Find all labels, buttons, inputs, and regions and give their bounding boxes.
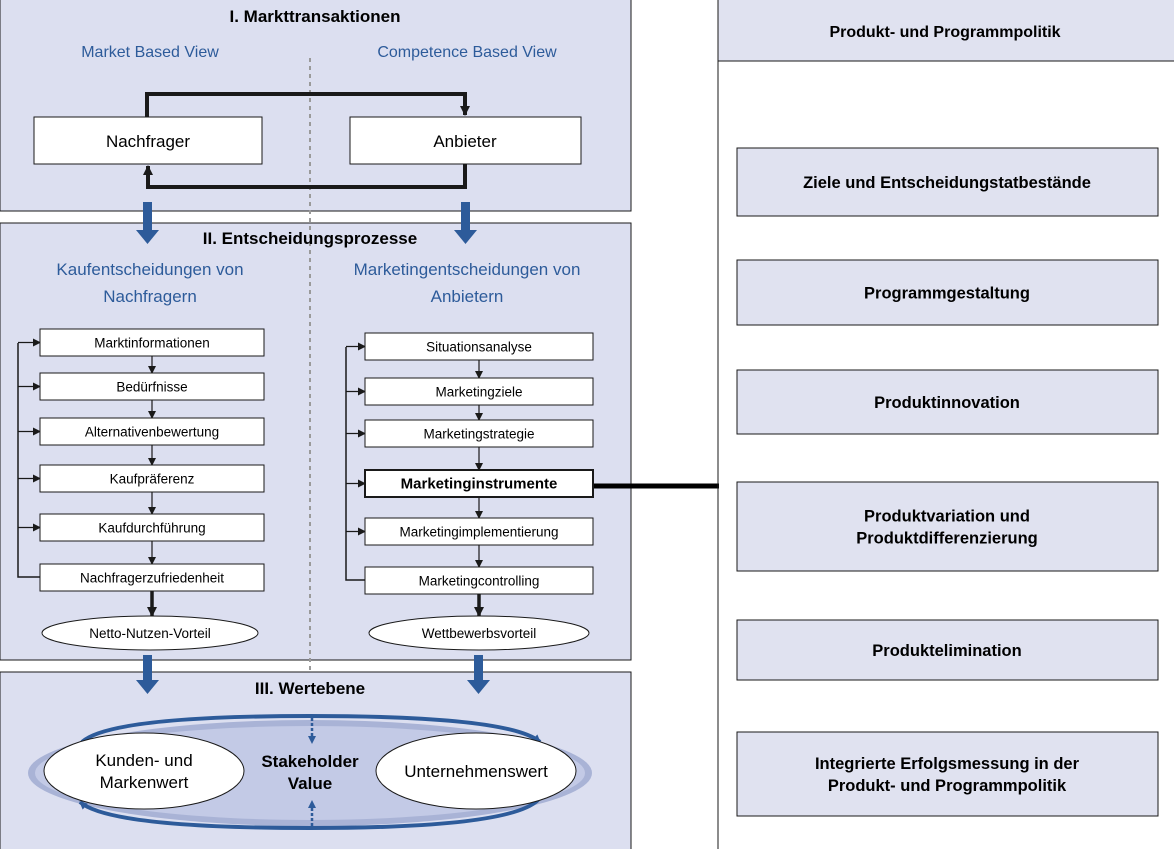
left-step-box-1 [39,328,265,357]
left-step-box-2 [39,372,265,401]
left-step-box-4 [39,464,265,493]
right-step-label-4: Marketinginstrumente [401,476,558,493]
unternehmenswert-label: Unternehmenswert [404,762,548,781]
panel-item-box-4 [736,481,1159,572]
panel-item-label-5-1: Produktelimination [872,642,1021,660]
left-feedback-loop [17,343,40,578]
anbieter-label: Anbieter [433,132,497,151]
kunden-markenwert-line-2: Markenwert [100,773,189,792]
panel-item-label-6-1: Integrierte Erfolgsmessung in der [815,755,1080,773]
stakeholder-value-line-1: Stakeholder [261,752,359,771]
left-step-box-3 [39,417,265,446]
right-step-box-2 [364,377,594,406]
left-step-label-3: Alternativenbewertung [85,425,219,440]
flow-arrow-right-2 [467,655,490,694]
value-cycle-bottom [78,798,540,831]
left-heading-line-2: Nachfragern [103,287,197,306]
left-step-box-5 [39,513,265,542]
flow-arrow-right-1 [454,202,477,244]
panel-item-box-3 [736,369,1159,435]
wettbewerbsvorteil-label: Wettbewerbsvorteil [422,626,537,641]
panel-item-label-4-2: Produktdifferenzierung [856,530,1038,548]
panel-item-box-6 [736,731,1159,817]
transaction-arrow-bottom [143,164,467,189]
unternehmenswert-ellipse [375,732,577,810]
right-step-box-6 [364,566,594,595]
kunden-markenwert-line-1: Kunden- und [95,751,192,770]
right-heading-line-2: Anbietern [431,287,504,306]
section-1-panel [0,0,632,212]
right-panel-header: Produkt- und Programmpolitik [829,24,1060,41]
left-step-label-2: Bedürfnisse [116,380,187,395]
left-step-label-5: Kaufdurchführung [98,521,205,536]
left-step-label-4: Kaufpräferenz [110,472,195,487]
market-based-view-label: Market Based View [81,44,219,61]
right-panel-header-box [717,0,1174,62]
section-3-title: III. Wertebene [255,679,365,698]
right-heading-line-1: Marketingentscheidungen von [354,260,581,279]
left-step-box-6 [39,563,265,592]
right-step-box-5 [364,517,594,546]
panel-item-label-2-1: Programmgestaltung [864,285,1030,303]
panel-item-box-5 [736,619,1159,681]
panel-item-label-1-1: Ziele und Entscheidungstatbestände [803,174,1091,192]
left-step-label-1: Marktinformationen [94,336,210,351]
panel-item-box-1 [736,147,1159,217]
flow-arrow-left-2 [136,655,159,694]
right-step-box-4 [364,469,594,498]
section-2-title: II. Entscheidungsprozesse [203,229,417,248]
panel-item-label-6-2: Produkt- und Programmpolitik [828,777,1067,795]
nachfrager-box [33,116,263,165]
section-1-title: I. Markttransaktionen [230,7,401,26]
netto-nutzen-vorteil-ellipse [41,615,259,651]
netto-nutzen-vorteil-label: Netto-Nutzen-Vorteil [89,626,211,641]
wettbewerbsvorteil-ellipse [368,615,590,651]
right-step-label-1: Situationsanalyse [426,340,532,355]
right-step-label-5: Marketingimplementierung [399,525,558,540]
right-step-label-2: Marketingziele [435,385,522,400]
left-step-label-6: Nachfragerzufriedenheit [80,571,224,586]
right-step-label-3: Marketingstrategie [423,427,534,442]
anbieter-box [349,116,582,165]
kunden-markenwert-ellipse [43,732,245,810]
left-heading-line-1: Kaufentscheidungen von [56,260,243,279]
transaction-arrow-top [145,92,470,117]
stakeholder-value-line-2: Value [288,774,332,793]
flow-arrow-left-1 [136,202,159,244]
right-feedback-loop [345,347,365,581]
value-cycle-top [80,713,542,744]
nachfrager-label: Nachfrager [106,132,190,151]
panel-item-label-3-1: Produktinnovation [874,394,1020,412]
right-step-box-3 [364,419,594,448]
competence-based-view-label: Competence Based View [377,44,557,61]
panel-item-box-2 [736,259,1159,326]
right-step-label-6: Marketingcontrolling [419,574,540,589]
right-step-box-1 [364,332,594,361]
panel-item-label-4-1: Produktvariation und [864,508,1030,526]
